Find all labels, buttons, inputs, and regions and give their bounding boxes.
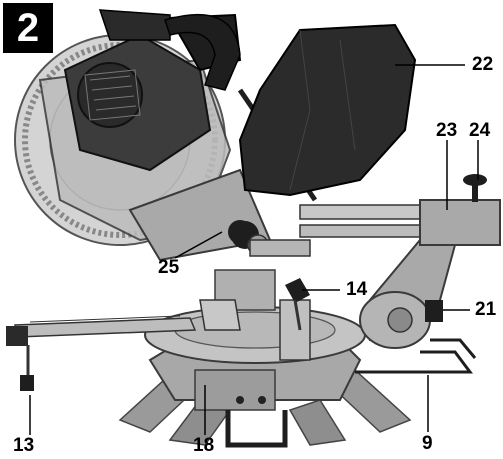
callout-25: 25 (158, 257, 180, 278)
slide-lock-knob (228, 220, 252, 244)
slide-rails (299, 174, 501, 246)
right-extension-rail (355, 338, 477, 374)
left-extension-rail (6, 315, 197, 391)
dust-bag (238, 23, 417, 197)
callout-9: 9 (422, 433, 433, 454)
bevel-clamp-handle (225, 410, 288, 448)
callout-14: 14 (346, 279, 368, 300)
saw-base (144, 269, 366, 411)
callout-22: 22 (472, 54, 494, 75)
callout-leaders (29, 64, 479, 435)
figure-number-badge: 2 (3, 3, 53, 53)
callout-18: 18 (193, 435, 215, 456)
callout-13: 13 (13, 435, 35, 456)
callout-21: 21 (475, 299, 497, 320)
tilt-arm (359, 238, 457, 349)
callout-24: 24 (469, 120, 491, 141)
bevel-lock-knob (285, 278, 310, 331)
fence (199, 299, 311, 361)
callout-23: 23 (436, 120, 458, 141)
